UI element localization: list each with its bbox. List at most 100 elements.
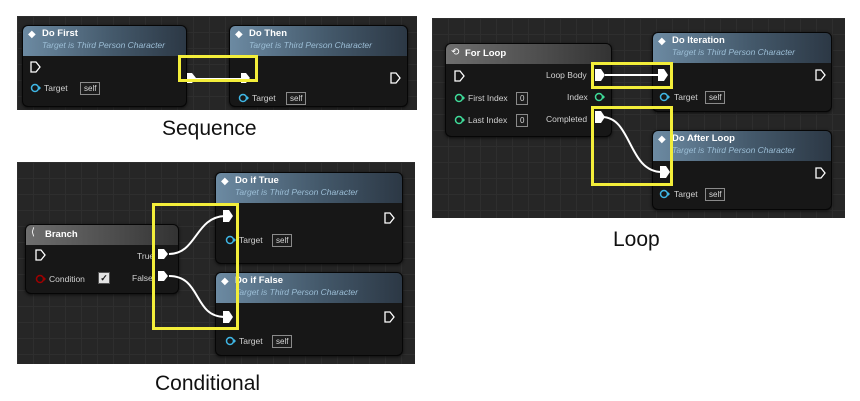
loop-wires <box>595 69 670 178</box>
conditional-panel: ⟨ Branch Condition ✓ True False ◆ Do if … <box>17 162 415 364</box>
do-if-true-header: ◆ Do if True Target is Third Person Char… <box>216 173 402 203</box>
last-index-pin[interactable] <box>454 114 466 126</box>
index-label: Index <box>567 92 588 102</box>
function-icon: ◆ <box>221 276 229 287</box>
target-label: Target <box>674 92 698 102</box>
exec-out-pin[interactable] <box>815 167 826 179</box>
conditional-caption: Conditional <box>155 372 261 395</box>
function-icon: ◆ <box>235 29 243 40</box>
completed-wire <box>601 116 663 173</box>
loop-caption: Loop <box>613 228 660 251</box>
do-iteration-header: ◆ Do Iteration Target is Third Person Ch… <box>653 33 831 63</box>
true-exec-in-pin <box>223 210 233 222</box>
condition-checkbox[interactable]: ✓ <box>98 272 110 284</box>
do-then-node[interactable]: ◆ Do Then Target is Third Person Charact… <box>229 25 408 107</box>
target-label: Target <box>674 189 698 199</box>
target-self-value[interactable]: self <box>286 92 307 105</box>
exec-in-pin[interactable] <box>454 70 465 82</box>
first-index-pin[interactable] <box>454 92 466 104</box>
exec-out-pin[interactable] <box>815 69 826 81</box>
exec-out-pin[interactable] <box>390 72 401 84</box>
after-loop-exec-in-pin <box>660 166 670 178</box>
target-self-value[interactable]: self <box>80 82 101 95</box>
target-label: Target <box>44 83 68 93</box>
loop-panel: ⟲ For Loop First Index 0 Last Index 0 Lo… <box>432 18 845 218</box>
branch-wires <box>158 210 233 323</box>
function-icon: ◆ <box>658 36 666 47</box>
false-label: False <box>132 273 153 283</box>
do-if-false-title: Do if False <box>235 275 284 286</box>
branch-icon: ⟨ <box>31 227 35 238</box>
loop-icon: ⟲ <box>451 47 460 58</box>
loop-body-exec-out-pin <box>595 69 605 81</box>
target-pin[interactable] <box>659 188 671 200</box>
do-then-title: Do Then <box>249 28 287 39</box>
loop-body-label: Loop Body <box>546 70 587 80</box>
first-index-value[interactable]: 0 <box>516 92 529 105</box>
for-loop-header: ⟲ For Loop <box>446 44 611 64</box>
loop-body-highlight-box <box>591 62 673 89</box>
do-then-header: ◆ Do Then Target is Third Person Charact… <box>230 26 407 56</box>
completed-exec-out-pin <box>595 111 605 123</box>
last-index-value[interactable]: 0 <box>516 114 529 127</box>
conditional-highlight-box <box>152 203 239 330</box>
sequence-caption: Sequence <box>162 117 257 140</box>
function-icon: ◆ <box>658 134 666 145</box>
do-if-false-subtitle: Target is Third Person Character <box>235 287 358 297</box>
do-first-node[interactable]: ◆ Do First Target is Third Person Charac… <box>22 25 196 107</box>
exec-in-pin[interactable] <box>35 249 46 261</box>
do-after-loop-node[interactable]: ◆ Do After Loop Target is Third Person C… <box>652 130 832 210</box>
do-first-title: Do First <box>42 28 78 39</box>
false-exec-out-pin <box>158 271 168 281</box>
condition-label: Condition <box>49 274 85 284</box>
target-label: Target <box>239 336 263 346</box>
do-if-true-subtitle: Target is Third Person Character <box>235 187 358 197</box>
target-pin[interactable] <box>30 82 42 94</box>
true-wire <box>168 215 226 255</box>
branch-title: Branch <box>45 229 78 240</box>
last-index-label: Last Index <box>468 115 508 125</box>
target-pin[interactable] <box>238 92 250 104</box>
target-self-value[interactable]: self <box>705 91 726 104</box>
target-pin[interactable] <box>225 335 237 347</box>
do-if-true-node[interactable]: ◆ Do if True Target is Third Person Char… <box>215 172 403 264</box>
completed-highlight-box <box>591 106 673 186</box>
do-iteration-title: Do Iteration <box>672 35 725 46</box>
do-first-header: ◆ Do First Target is Third Person Charac… <box>23 26 186 56</box>
do-after-loop-header: ◆ Do After Loop Target is Third Person C… <box>653 131 831 161</box>
target-self-value[interactable]: self <box>272 335 293 348</box>
do-if-false-node[interactable]: ◆ Do if False Target is Third Person Cha… <box>215 272 403 356</box>
condition-pin[interactable] <box>35 273 47 285</box>
target-label: Target <box>239 235 263 245</box>
target-pin[interactable] <box>659 91 671 103</box>
target-pin[interactable] <box>225 234 237 246</box>
do-after-loop-subtitle: Target is Third Person Character <box>672 145 795 155</box>
index-pin[interactable] <box>594 91 606 103</box>
sequence-highlight-box <box>178 55 258 82</box>
do-iteration-node[interactable]: ◆ Do Iteration Target is Third Person Ch… <box>652 32 832 112</box>
for-loop-node[interactable]: ⟲ For Loop First Index 0 Last Index 0 Lo… <box>445 43 612 137</box>
target-label: Target <box>252 93 276 103</box>
branch-header: ⟨ Branch <box>26 225 178 245</box>
true-exec-out-pin <box>158 249 168 259</box>
function-icon: ◆ <box>28 29 36 40</box>
false-wire <box>168 275 226 318</box>
function-icon: ◆ <box>221 176 229 187</box>
false-exec-in-pin <box>223 311 233 323</box>
exec-in-pin[interactable] <box>30 61 41 73</box>
do-if-false-header: ◆ Do if False Target is Third Person Cha… <box>216 273 402 303</box>
sequence-panel: ◆ Do First Target is Third Person Charac… <box>17 16 417 110</box>
do-then-subtitle: Target is Third Person Character <box>249 40 372 50</box>
true-label: True <box>137 251 155 261</box>
do-if-true-title: Do if True <box>235 175 279 186</box>
for-loop-title: For Loop <box>465 48 507 59</box>
target-self-value[interactable]: self <box>705 188 726 201</box>
completed-label: Completed <box>546 114 588 124</box>
exec-out-pin[interactable] <box>384 212 395 224</box>
iteration-exec-in-pin <box>658 69 668 81</box>
do-iteration-subtitle: Target is Third Person Character <box>672 47 795 57</box>
exec-out-pin[interactable] <box>384 311 395 323</box>
first-index-label: First Index <box>468 93 508 103</box>
do-first-subtitle: Target is Third Person Character <box>42 40 165 50</box>
target-self-value[interactable]: self <box>272 234 293 247</box>
